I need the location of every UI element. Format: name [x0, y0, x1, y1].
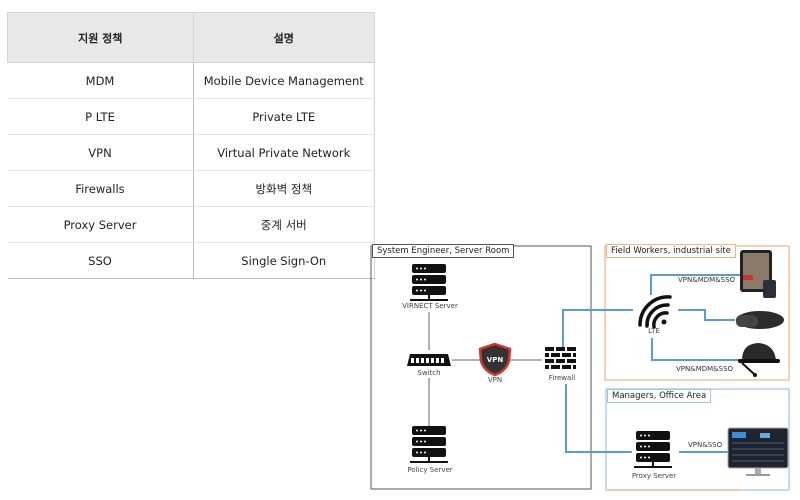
lte-label: LTE [648, 327, 660, 335]
link-firewall-lte [562, 309, 633, 347]
policy-server-label: Policy Server [407, 466, 453, 474]
policy-server-icon [410, 426, 448, 463]
tablet-device-icon [740, 250, 776, 298]
proxy-server-icon [634, 431, 672, 468]
proxy-server-label: Proxy Server [631, 472, 677, 480]
vpn-badge-text: VPN [487, 356, 504, 364]
monitor-link-label: VPN&SSO [688, 441, 723, 449]
link-firewall-proxy [565, 384, 632, 453]
virnect-server-icon [410, 264, 448, 301]
table-row: SSO Single Sign-On [7, 242, 375, 279]
description-cell: Single Sign-On [193, 242, 375, 279]
table-row: Firewalls 방화벽 정책 [7, 170, 375, 207]
helmet-link-label: VPN&MDM&SSO [676, 365, 734, 373]
monitor-dashboard-icon [727, 427, 789, 476]
table-row: Proxy Server 중계 서버 [7, 206, 375, 243]
smart-helmet-icon [738, 343, 780, 377]
vpn-shield-icon: VPN [478, 342, 512, 377]
table-row: VPN Virtual Private Network [7, 134, 375, 171]
policy-cell: MDM [7, 62, 194, 99]
policy-cell: P LTE [7, 98, 194, 135]
field-zone-label: Field Workers, industrial site [606, 244, 736, 258]
description-cell: Private LTE [193, 98, 375, 135]
header-description: 설명 [192, 12, 375, 63]
ar-headset-icon [736, 311, 784, 329]
server-room-zone-label: System Engineer, Server Room [372, 244, 515, 258]
switch-label: Switch [417, 369, 441, 377]
description-cell: 중계 서버 [193, 206, 375, 243]
tablet-link-label: VPN&MDM&SSO [678, 276, 736, 284]
firewall-label: Firewall [548, 374, 576, 382]
lte-wifi-icon [638, 295, 672, 329]
table-row: P LTE Private LTE [7, 98, 375, 135]
link-lte-headset [678, 309, 735, 321]
header-policy: 지원 정책 [7, 12, 194, 63]
description-cell: 방화벽 정책 [193, 170, 375, 207]
link-lte-tablet [650, 274, 740, 295]
policy-cell: Proxy Server [7, 206, 194, 243]
office-zone-label: Managers, Office Area [607, 389, 712, 403]
vpn-label: VPN [487, 376, 503, 384]
policy-table: 지원 정책 설명 MDM Mobile Device Management P … [7, 12, 375, 279]
policy-cell: SSO [7, 242, 194, 279]
firewall-icon [545, 347, 576, 369]
link-lte-helmet [651, 338, 740, 361]
virnect-server-label: VIRNECT Server [402, 302, 458, 310]
switch-icon [407, 354, 451, 366]
